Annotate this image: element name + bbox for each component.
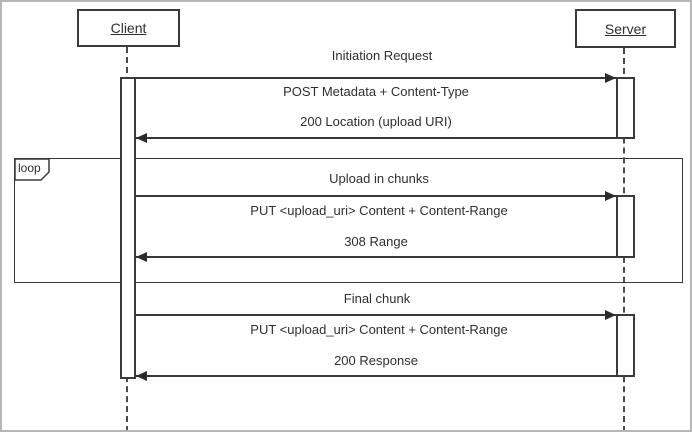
message-label-200-response: 200 Response (334, 353, 418, 368)
loop-fragment (14, 158, 683, 283)
server-activation-1 (616, 77, 635, 139)
arrowhead-post-metadata (605, 73, 616, 83)
participant-client-label: Client (110, 20, 147, 36)
message-line-308-range (135, 256, 617, 258)
loop-label: loop (18, 161, 41, 175)
message-label-put-chunk: PUT <upload_uri> Content + Content-Range (250, 203, 508, 218)
section-title-initiation: Initiation Request (331, 48, 433, 63)
server-activation-2 (616, 195, 635, 258)
message-line-post-metadata (135, 77, 617, 79)
participant-server-label: Server (604, 20, 647, 37)
arrowhead-put-final (605, 310, 616, 320)
client-activation (120, 77, 136, 379)
server-activation-3 (616, 314, 635, 377)
arrowhead-308-range (136, 252, 147, 262)
message-label-put-final: PUT <upload_uri> Content + Content-Range (250, 322, 508, 337)
message-line-put-chunk (135, 195, 617, 197)
message-label-post-metadata: POST Metadata + Content-Type (283, 84, 469, 99)
arrowhead-put-chunk (605, 191, 616, 201)
message-label-200-location: 200 Location (upload URI) (300, 114, 452, 129)
participant-client: Client (77, 9, 180, 47)
section-title-upload-chunks: Upload in chunks (329, 171, 429, 186)
message-label-308-range: 308 Range (344, 234, 408, 249)
participant-server: Server (575, 9, 676, 48)
message-line-put-final (135, 314, 617, 316)
loop-label-pentagon (14, 158, 50, 181)
section-title-final-chunk: Final chunk (343, 291, 411, 306)
arrowhead-200-location (136, 133, 147, 143)
message-line-200-response (135, 375, 617, 377)
message-line-200-location (135, 137, 617, 139)
arrowhead-200-response (136, 371, 147, 381)
